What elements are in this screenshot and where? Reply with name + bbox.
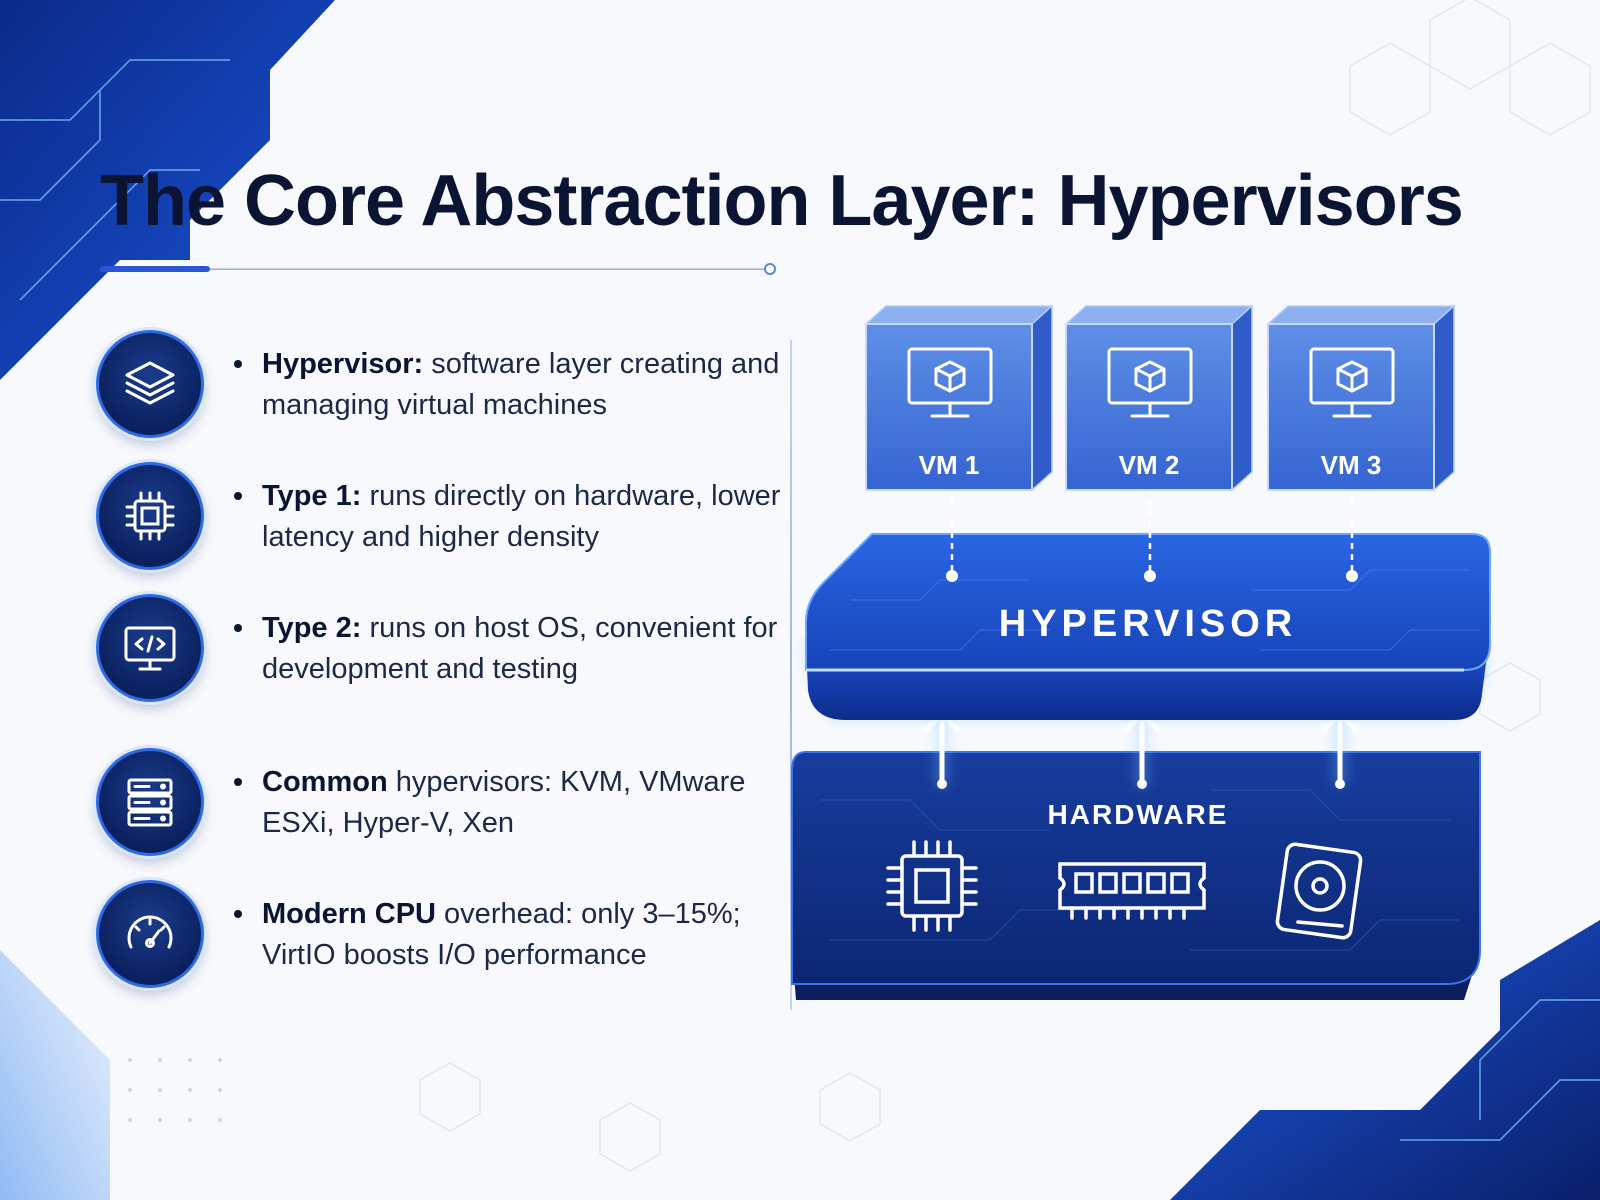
corner-bottom-right	[1170, 920, 1600, 1200]
bullet-common-hypervisors: Common hypervisors: KVM, VMware ESXi, Hy…	[96, 748, 776, 858]
server-rack-icon	[96, 748, 204, 856]
column-divider	[790, 340, 792, 1010]
bullet-cpu-overhead: Modern CPU overhead: only 3–15%; VirtIO …	[96, 880, 776, 990]
vm-1: VM 1	[864, 304, 1054, 492]
vm-label: VM 1	[919, 450, 980, 480]
bullet-text: Modern CPU overhead: only 3–15%; VirtIO …	[262, 898, 741, 971]
vm-3: VM 3	[1266, 304, 1456, 492]
vm-2: VM 2	[1064, 304, 1254, 492]
bullet-hypervisor: Hypervisor: software layer creating and …	[96, 330, 779, 440]
monitor-box-icon	[1107, 347, 1193, 418]
title-underline	[100, 263, 776, 275]
hypervisor-label: HYPERVISOR	[999, 603, 1297, 645]
vm-label: VM 3	[1321, 450, 1382, 480]
dot-grid	[128, 1058, 222, 1122]
bullet-marker	[234, 778, 242, 786]
hardware-layer: HARDWARE	[791, 751, 1481, 1000]
hypervisor-diagram: HARDWARE	[791, 304, 1491, 1000]
bullet-text: Common hypervisors: KVM, VMware ESXi, Hy…	[262, 766, 746, 839]
monitor-box-icon	[907, 347, 993, 418]
cpu-icon	[886, 840, 978, 932]
hardware-label: HARDWARE	[1048, 799, 1229, 830]
hex-pattern	[419, 0, 1591, 1172]
monitor-box-icon	[1309, 347, 1395, 418]
ram-module-icon	[1058, 862, 1206, 920]
bullet-marker	[234, 624, 242, 632]
vm-label: VM 2	[1119, 450, 1180, 480]
bullet-marker	[234, 910, 242, 918]
gauge-icon	[96, 880, 204, 988]
connection-arrows	[923, 711, 1359, 789]
bullet-type-2: Type 2: runs on host OS, convenient for …	[96, 594, 777, 704]
hard-disk-icon	[1275, 842, 1363, 940]
layers-icon	[96, 330, 204, 438]
code-monitor-icon	[96, 594, 204, 702]
bullet-marker	[234, 360, 242, 368]
corner-bottom-left	[0, 950, 110, 1200]
bullet-text: Hypervisor: software layer creating and …	[262, 348, 780, 421]
bullet-text: Type 1: runs directly on hardware, lower…	[262, 480, 781, 553]
bullet-text: Type 2: runs on host OS, convenient for …	[262, 612, 778, 685]
cpu-chip-icon	[96, 462, 204, 570]
page-title: The Core Abstraction Layer: Hypervisors	[100, 161, 1464, 241]
bullet-marker	[234, 492, 242, 500]
bullet-type-1: Type 1: runs directly on hardware, lower…	[96, 462, 780, 572]
hypervisor-layer: HYPERVISOR	[805, 533, 1491, 720]
corner-top-left	[0, 0, 335, 380]
vm-connectors	[950, 488, 1354, 572]
